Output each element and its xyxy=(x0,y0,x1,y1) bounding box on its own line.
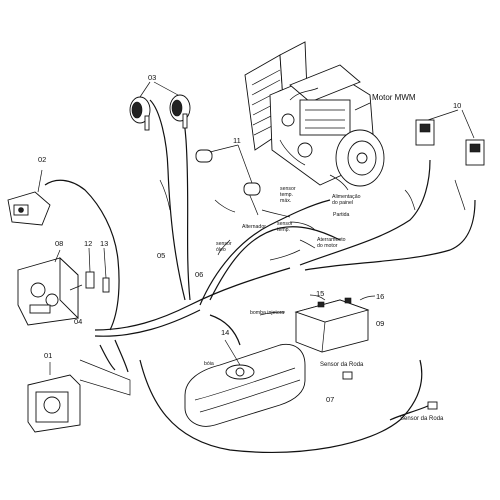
callout-12: 12 xyxy=(84,239,92,248)
label-sensor-temp-max-1: sensor xyxy=(280,186,296,192)
harness-wires xyxy=(44,99,476,453)
callout-02: 02 xyxy=(38,155,46,164)
connectors-12-13 xyxy=(69,247,110,293)
callout-15: 15 xyxy=(316,289,324,298)
callout-11: 11 xyxy=(233,136,241,145)
label-sensor-oleo-2: óleo xyxy=(216,247,226,253)
callout-13: 13 xyxy=(100,239,108,248)
fuse-holders-11 xyxy=(195,144,261,196)
label-sensor-roda-1: Sensor da Roda xyxy=(320,362,364,368)
label-aterramento-2: do motor xyxy=(317,243,338,249)
control-module-01 xyxy=(27,359,131,433)
label-sensor-temp-max-3: máx. xyxy=(280,198,291,204)
label-partida: Partida xyxy=(333,212,350,218)
wheel-sensor-connectors xyxy=(342,371,438,410)
callout-03: 03 xyxy=(148,73,156,82)
instrument-panel-08 xyxy=(17,249,79,326)
callout-04: 04 xyxy=(74,317,82,326)
headlights-03 xyxy=(129,81,191,131)
label-boia: bóia xyxy=(204,361,214,367)
label-sensor-temp-2: temp. xyxy=(277,227,290,233)
callout-01: 01 xyxy=(44,351,52,360)
label-bomba-injetora: bomba injetora xyxy=(250,310,284,316)
callout-10: 10 xyxy=(453,101,461,110)
label-alimentacao-1: Alimentação xyxy=(332,194,361,200)
label-alimentacao-2: do painel xyxy=(332,200,353,206)
callout-08: 08 xyxy=(55,239,63,248)
label-motor: Motor MWM xyxy=(372,93,416,102)
label-sensor-oleo-1: sensor xyxy=(216,241,232,247)
label-sensor-temp-1: sensor xyxy=(277,221,293,227)
label-sensor-temp-max-2: temp. xyxy=(280,192,293,198)
label-sensor-roda-2: Sensor da Roda xyxy=(400,416,444,422)
callout-14: 14 xyxy=(221,328,229,337)
battery-09 xyxy=(294,297,370,353)
text-labels: Motor MWM sensor temp. máx. Alimentação … xyxy=(204,93,444,422)
callout-09: 09 xyxy=(376,319,384,328)
callout-05: 05 xyxy=(157,251,165,260)
label-alternador: Alternador xyxy=(242,224,266,230)
label-aterramento-1: Aterramento xyxy=(317,237,346,243)
callout-07: 07 xyxy=(326,395,334,404)
fuel-tank-14 xyxy=(184,339,306,427)
callout-numbers: 01 02 03 04 05 06 07 08 09 10 11 12 13 1… xyxy=(38,73,461,404)
relay-switches-10 xyxy=(415,109,485,166)
callout-06: 06 xyxy=(195,270,203,279)
wire-leads xyxy=(159,179,466,316)
callout-16: 16 xyxy=(376,292,384,301)
sensor-block-02 xyxy=(7,169,51,226)
engine-illustration xyxy=(244,41,385,191)
